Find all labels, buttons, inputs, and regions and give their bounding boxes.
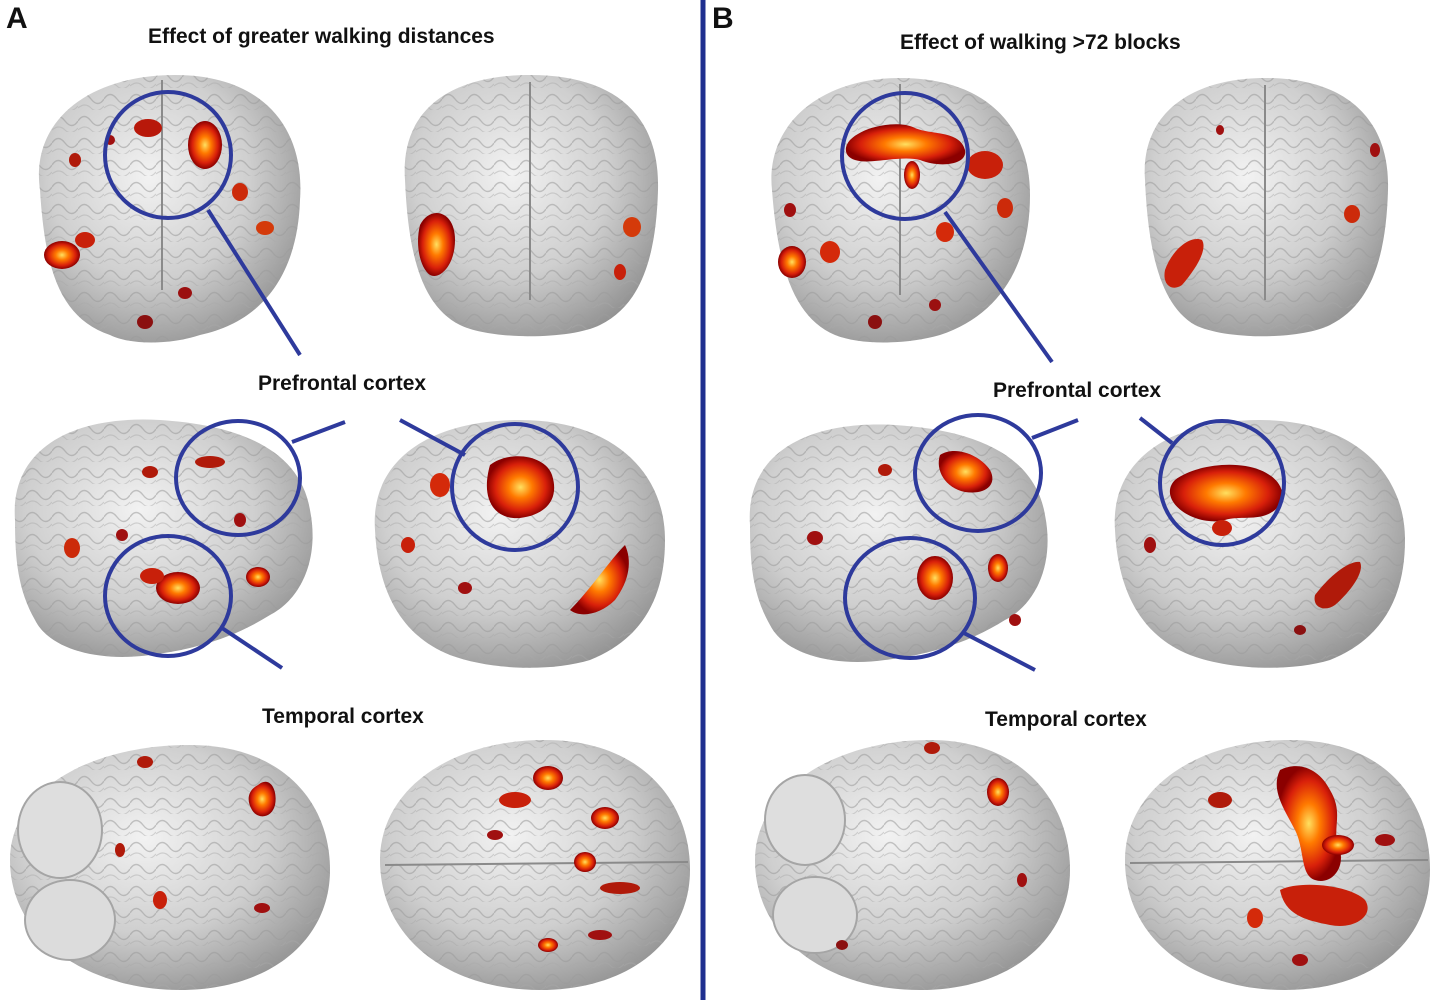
connector-b-3	[1138, 416, 1174, 445]
brain-a-posterior	[404, 75, 659, 337]
connector-b-2	[1031, 418, 1079, 440]
connector-b-1	[943, 210, 1054, 364]
circle-b-left-prefrontal	[913, 413, 1043, 533]
annotation-markers-b	[840, 91, 1286, 672]
connector-a-4	[220, 626, 284, 670]
circle-a-temporal	[103, 534, 233, 658]
circle-b-right-prefrontal	[1158, 419, 1286, 547]
brain-b-frontal	[771, 78, 1030, 343]
panel-b	[749, 78, 1430, 990]
brain-b-posterior	[1144, 78, 1389, 337]
panel-a-label-temporal: Temporal cortex	[262, 705, 424, 728]
brain-b-right-lateral	[1114, 420, 1405, 668]
brain-a-dorsal	[380, 740, 690, 990]
connector-a-2	[291, 420, 346, 444]
panel-a	[10, 75, 690, 990]
circle-b-temporal	[843, 536, 977, 660]
brain-b-ventral	[755, 740, 1070, 990]
panel-b-label-prefrontal: Prefrontal cortex	[993, 379, 1162, 402]
brain-a-right-lateral	[374, 420, 665, 668]
brain-a-left-lateral	[14, 419, 313, 657]
panel-b-label-temporal: Temporal cortex	[985, 708, 1147, 731]
circle-b-frontal-prefrontal	[840, 91, 970, 221]
connector-b-4	[961, 630, 1036, 672]
panel-b-title: Effect of walking >72 blocks	[900, 31, 1181, 54]
circle-a-left-prefrontal	[174, 419, 302, 537]
panel-letter-b: B	[712, 2, 734, 35]
panel-a-title: Effect of greater walking distances	[148, 25, 495, 48]
circle-a-right-prefrontal	[450, 422, 580, 552]
connector-a-3	[399, 418, 466, 457]
brain-a-frontal	[38, 75, 301, 343]
annotation-markers-a	[103, 90, 580, 670]
circle-a-frontal-prefrontal	[103, 90, 233, 220]
brain-b-left-lateral	[749, 424, 1048, 662]
brain-a-ventral	[10, 745, 330, 990]
panel-letter-a: A	[6, 2, 28, 35]
connector-a-1	[206, 208, 302, 357]
brain-b-dorsal	[1125, 740, 1430, 990]
panel-a-label-prefrontal: Prefrontal cortex	[258, 372, 427, 395]
